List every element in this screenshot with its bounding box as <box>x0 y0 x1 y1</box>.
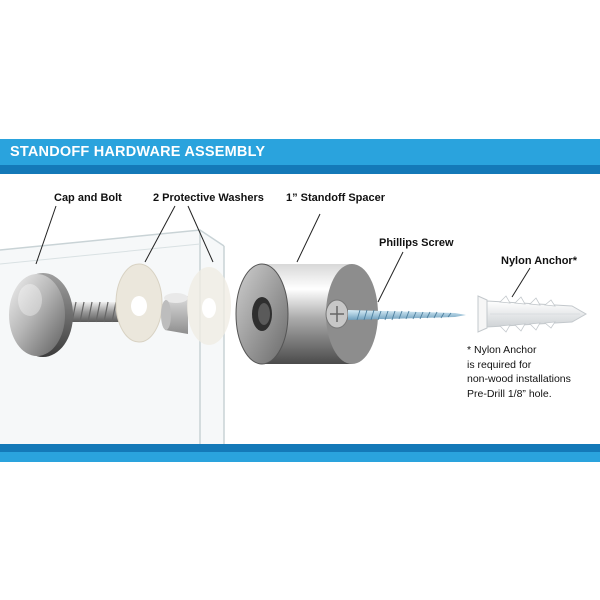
footer-band-stripe <box>0 444 600 452</box>
header-band <box>0 139 600 165</box>
anchor-footnote: * Nylon Anchor is required for non-wood … <box>467 343 571 401</box>
washer-front <box>115 263 163 343</box>
nylon-anchor <box>477 295 588 333</box>
footnote-line: * Nylon Anchor <box>467 344 537 356</box>
label-protective-washers: 2 Protective Washers <box>153 192 264 204</box>
footer-band <box>0 452 600 462</box>
header-band-stripe <box>0 165 600 174</box>
label-phillips-screw: Phillips Screw <box>379 237 454 249</box>
washer-back <box>187 267 231 345</box>
label-nylon-anchor: Nylon Anchor* <box>501 255 577 267</box>
cap <box>9 273 73 357</box>
label-standoff-spacer: 1” Standoff Spacer <box>286 192 386 204</box>
footnote-line: non-wood installations <box>467 373 571 385</box>
sleeve <box>161 293 188 334</box>
footnote-line: Pre-Drill 1/8” hole. <box>467 387 552 400</box>
standoff-spacer <box>235 263 378 365</box>
page-title: STANDOFF HARDWARE ASSEMBLY <box>10 144 266 160</box>
phillips-screw <box>348 309 466 321</box>
footnote-line: is required for <box>467 358 532 371</box>
label-cap-and-bolt: Cap and Bolt <box>54 192 122 204</box>
leader-lines <box>35 205 531 303</box>
